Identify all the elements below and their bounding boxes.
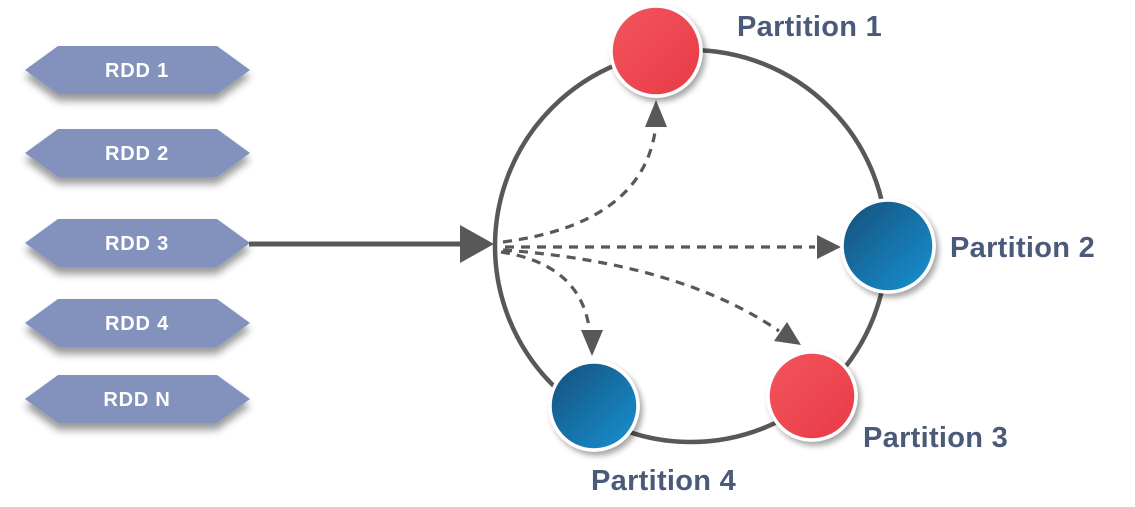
connector-to-partition-4	[500, 250, 591, 328]
rdd-label: RDD 2	[105, 143, 169, 165]
rdd-label: RDD 1	[105, 60, 169, 82]
rdd-label: RDD 4	[105, 313, 169, 335]
rdd-label: RDD 3	[105, 233, 169, 255]
rdd-label: RDD N	[103, 389, 170, 411]
rdd-list: RDD 1 RDD 2 RDD 3 RDD 4 RDD N	[25, 46, 250, 423]
partition-4-label: Partition 4	[591, 465, 736, 497]
rdd-shape-4: RDD 4	[25, 299, 250, 347]
arrowhead-partition-2-icon	[817, 235, 841, 259]
arrowhead-partition-3-icon	[774, 322, 801, 345]
partition-labels: Partition 1 Partition 2 Partition 3 Part…	[591, 11, 1095, 497]
rdd-shape-n: RDD N	[25, 375, 250, 423]
partition-2-label: Partition 2	[950, 232, 1095, 264]
rdd-shape-1: RDD 1	[25, 46, 250, 94]
rdd-hexagon-icon	[25, 375, 250, 423]
rdd-shape-3: RDD 3	[25, 219, 250, 267]
partition-1-label: Partition 1	[737, 11, 882, 43]
arrowhead-partition-1-icon	[645, 100, 667, 127]
main-arrowhead-icon	[460, 225, 494, 263]
partition-3-node	[766, 350, 858, 442]
arrowhead-partition-4-icon	[581, 330, 603, 356]
partition-nodes	[548, 4, 936, 452]
partition-4-node	[548, 360, 640, 452]
dashed-connectors	[500, 100, 841, 356]
rdd-hexagon-icon	[25, 299, 250, 347]
connector-to-partition-1	[502, 131, 657, 244]
rdd-shape-2: RDD 2	[25, 129, 250, 177]
rdd-hexagon-icon	[25, 129, 250, 177]
connector-to-partition-3	[502, 248, 780, 333]
partition-1-node	[609, 4, 703, 98]
rdd-hexagon-icon	[25, 219, 250, 267]
partition-2-node	[840, 198, 936, 294]
rdd-hexagon-icon	[25, 46, 250, 94]
partition-3-label: Partition 3	[863, 422, 1008, 454]
